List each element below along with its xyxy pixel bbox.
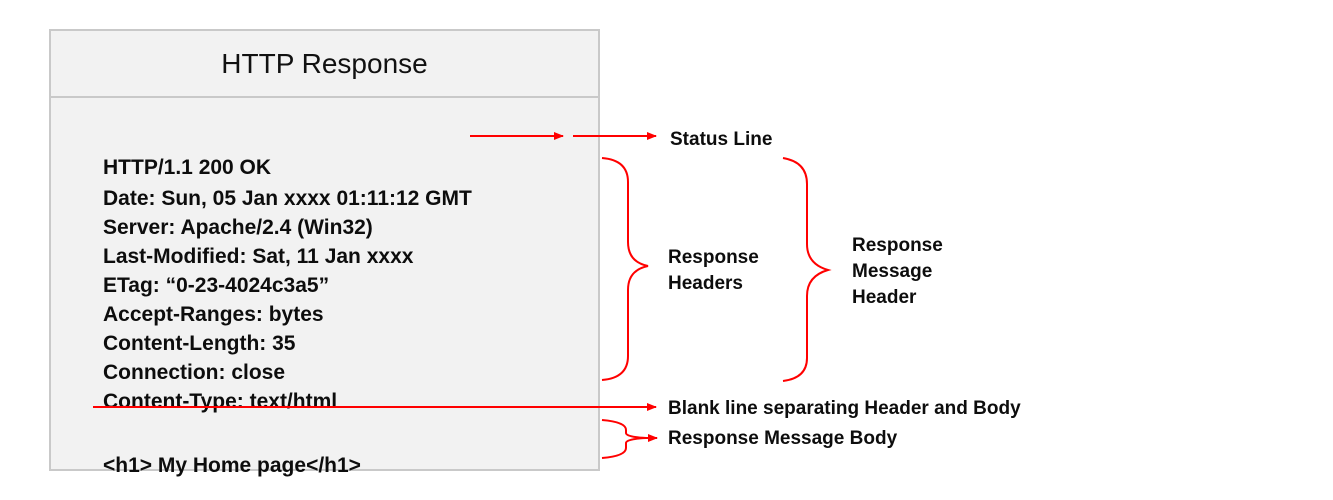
response-message-header-brace — [782, 157, 832, 382]
header-line: Date: Sun, 05 Jan xxxx 01:11:12 GMT — [103, 187, 472, 210]
response-message-header-label-line2: Message — [852, 261, 933, 282]
response-headers-brace — [601, 157, 649, 381]
header-line: Content-Length: 35 — [103, 332, 296, 355]
body-line-text: <h1> My Home page</h1> — [103, 454, 361, 477]
header-line: Accept-Ranges: bytes — [103, 303, 324, 326]
header-line: Connection: close — [103, 361, 286, 384]
response-message-header-label-line3: Header — [852, 287, 917, 308]
response-headers-label-line2: Headers — [668, 273, 743, 294]
box-title: HTTP Response — [51, 31, 598, 98]
http-response-box: HTTP Response HTTP/1.1 200 OK Date: Sun,… — [49, 29, 600, 477]
status-line-label: Status Line — [670, 129, 773, 150]
response-message-header-label-line1: Response — [852, 235, 943, 256]
message-body-label: Response Message Body — [668, 428, 898, 449]
message-body-brace — [601, 419, 647, 459]
blank-line-label: Blank line separating Header and Body — [668, 398, 1021, 419]
header-line: ETag: “0-23-4024c3a5” — [103, 274, 330, 297]
header-line: Last-Modified: Sat, 11 Jan xxxx — [103, 245, 414, 268]
header-line: Server: Apache/2.4 (Win32) — [103, 216, 373, 239]
response-headers-label-line1: Response — [668, 247, 759, 268]
status-line-text: HTTP/1.1 200 OK — [103, 156, 272, 179]
